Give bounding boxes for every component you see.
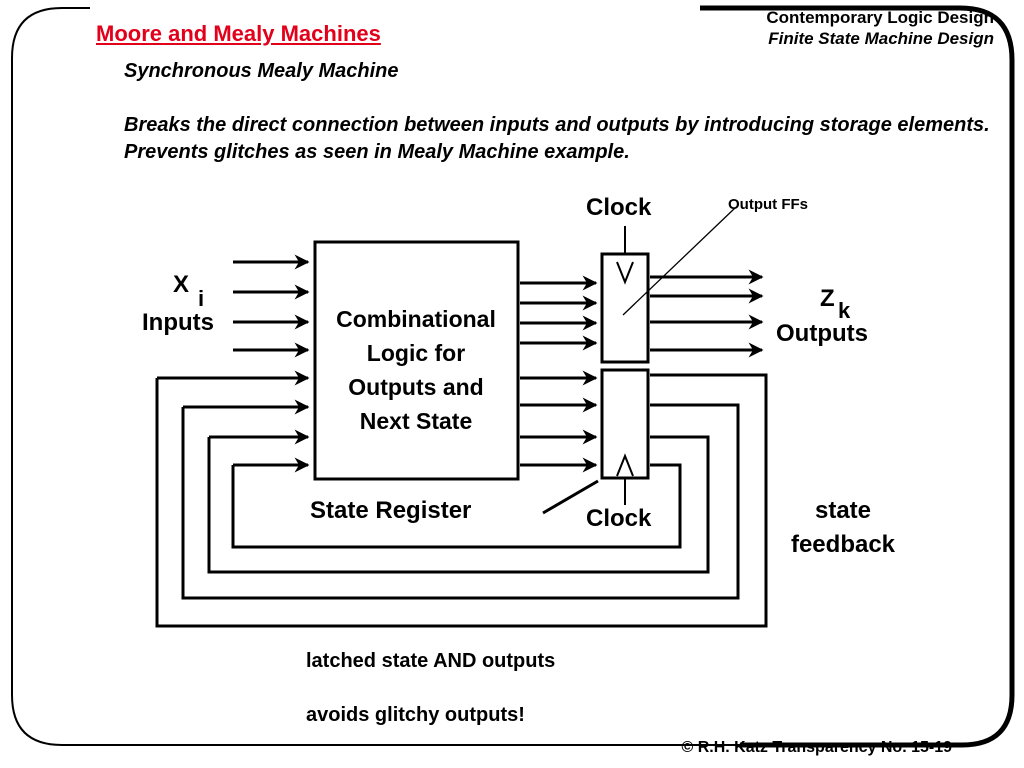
inputs-subscript: i	[198, 286, 205, 311]
logic-line-4: Next State	[359, 408, 473, 434]
slide-title: Moore and Mealy Machines	[96, 21, 381, 46]
output-ffs-label: Output FFs	[728, 196, 808, 213]
slide-frame	[700, 5, 1015, 748]
slide-frame-left	[11, 7, 620, 746]
note-latched-state: latched state AND outputs	[306, 650, 556, 672]
chapter-title: Finite State Machine Design	[768, 29, 994, 48]
logic-line-2: Logic for	[366, 340, 466, 366]
clock-symbol-bottom	[616, 453, 634, 477]
output-arrows	[650, 269, 764, 358]
slide-footer: © R.H. Katz Transparency No. 15-19	[681, 739, 952, 756]
logic-to-ff-arrows	[520, 275, 598, 473]
state-feedback-loops	[155, 373, 768, 628]
state-feedback-line-2: feedback	[790, 531, 896, 558]
note-avoids-glitches: avoids glitchy outputs!	[306, 704, 525, 726]
input-arrows	[233, 254, 310, 358]
logic-line-1: Combinational	[336, 306, 496, 332]
inputs-symbol: X	[173, 271, 190, 298]
outputs-symbol: Z	[820, 285, 835, 312]
output-ffs-pointer	[622, 207, 736, 316]
combinational-logic-box	[313, 240, 520, 481]
outputs-subscript: k	[838, 298, 851, 323]
state-register-label: State Register	[310, 497, 472, 524]
logic-line-3: Outputs and	[348, 374, 484, 400]
course-title: Contemporary Logic Design	[766, 8, 994, 27]
outputs-label: Outputs	[776, 320, 868, 347]
feedback-input-arrows	[157, 370, 310, 473]
clock-bottom-label: Clock	[586, 505, 652, 532]
state-feedback-line-1: state	[814, 497, 872, 524]
state-feedback-label: state feedback	[770, 494, 916, 562]
slide-subtitle: Synchronous Mealy Machine	[124, 60, 399, 82]
clock-symbol-top	[616, 261, 634, 285]
inputs-label: Inputs	[142, 309, 214, 336]
combinational-logic-label: Combinational Logic for Outputs and Next…	[316, 302, 516, 438]
clock-top-label: Clock	[586, 194, 652, 221]
state-register-pointer	[542, 479, 599, 515]
output-ff-box	[600, 252, 650, 364]
state-register-box	[600, 368, 650, 480]
slide-description: Breaks the direct connection between inp…	[124, 114, 990, 163]
